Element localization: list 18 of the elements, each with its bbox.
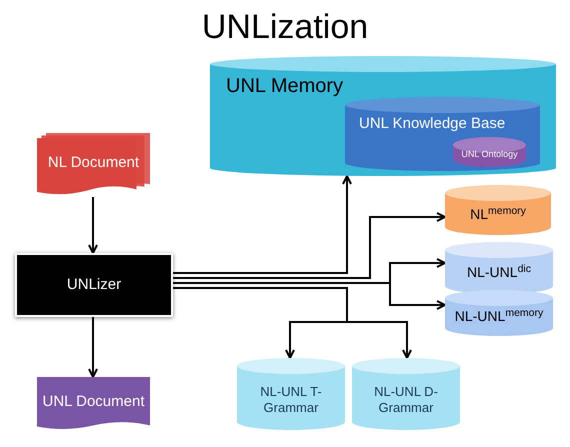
arrow bbox=[88, 197, 98, 254]
node-label: UNL Document bbox=[42, 393, 146, 412]
arrow bbox=[88, 317, 98, 378]
node-label: NL$^{memory}$ bbox=[469, 206, 527, 224]
node-label: UNL Ontology bbox=[460, 149, 519, 160]
node-label: NL-UNL$^{dic}$ bbox=[466, 264, 532, 282]
diagram-title: UNLization bbox=[200, 7, 370, 48]
arrow bbox=[173, 212, 446, 279]
node-label: NL-UNL$^{memory}$ bbox=[454, 308, 544, 326]
arrow bbox=[173, 287, 412, 359]
node-label: UNLizer bbox=[66, 276, 122, 294]
node-label: UNL Knowledge Base bbox=[358, 115, 506, 134]
arrow bbox=[173, 175, 352, 274]
node-label: NL-UNL D-Grammar bbox=[373, 384, 439, 417]
arrow bbox=[173, 282, 446, 310]
node-label: NL Document bbox=[46, 154, 140, 172]
node-label: NL-UNL T-Grammar bbox=[259, 384, 323, 417]
node-label: UNL Memory bbox=[225, 74, 344, 99]
